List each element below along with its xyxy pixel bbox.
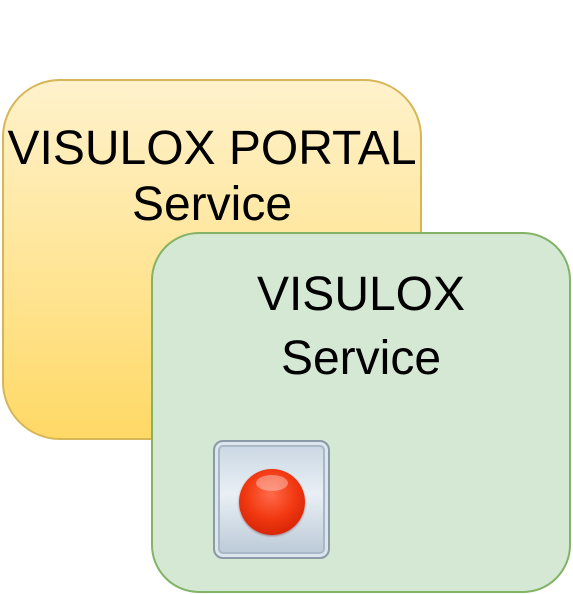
record-button[interactable] (213, 440, 330, 559)
portal-service-title-line1: VISULOX PORTAL (7, 122, 417, 175)
portal-service-title-line2: Service (131, 178, 293, 231)
service-title-line2: Service (280, 332, 442, 385)
record-icon (239, 469, 305, 535)
service-title-line1: VISULOX (256, 268, 466, 321)
